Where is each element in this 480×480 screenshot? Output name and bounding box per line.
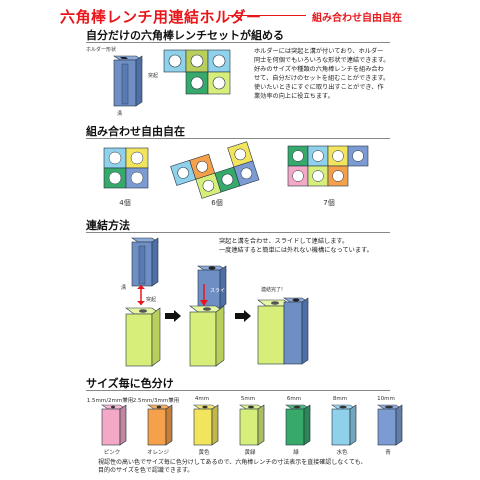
size-holder-0 [101,404,127,446]
arrow-down-red-1 [137,285,145,305]
groove-label-3: 溝 [121,285,127,291]
section4-divider [86,390,390,391]
combo-6-illustration [170,141,260,199]
section3-heading: 連結方法 [86,219,130,232]
section3-divider [86,232,390,233]
combo-7-illustration [287,145,369,187]
green-holder-step2 [189,305,225,367]
page-title: 六角棒レンチ用連結ホルダー [60,8,262,26]
color-name-label: 青 [385,450,391,456]
section1-description: ホルダーには突起と溝が付いており、ホルダー 同士を何個でもいろいろな形状で連結で… [254,48,390,100]
size-holder-4 [285,404,311,446]
size-label: 4mm [194,396,210,402]
size-label: 1.5mm/2mm兼用 [86,398,134,404]
complete-label: 連結完了! [261,287,284,293]
green-holder-step1 [125,307,161,367]
size-label: 8mm [332,396,348,402]
color-name-label: オレンジ [146,450,169,456]
arrow-right-2 [235,310,251,322]
size-holder-3 [239,404,265,446]
size-holder-1 [147,404,173,446]
combo-4-count: 4個 [119,199,131,207]
size-label: 2.5mm/3mm兼用 [132,398,180,404]
section1-heading: 自分だけの六角棒レンチセットが組める [86,29,284,42]
size-label: 5mm [240,396,256,402]
connected-holders-illustration [257,297,309,365]
section4-heading: サイズ毎に色分け [86,377,174,390]
blue-holder-step1 [131,237,159,287]
section2-heading: 組み合わせ自由自在 [86,125,185,138]
title-divider [228,15,306,16]
color-name-label: 黄色 [198,450,210,456]
size-label: 10mm [377,396,395,402]
color-name-label: 水色 [336,450,348,456]
slide-label: スライド [210,288,231,294]
holder-top-view-illustration [163,49,231,95]
section1-divider [86,42,390,43]
size-label: 6mm [286,396,302,402]
arrow-down-red-2 [200,284,208,306]
holder-3d-illustration [113,55,143,107]
section2-divider [86,138,390,139]
section3-description: 突起と溝を合わせ、スライドして連結します。 一度連結すると簡単には外れない機構に… [219,238,373,254]
protrusion-label-3: 突起 [146,297,157,303]
color-name-label: ピンク [103,450,121,456]
combo-4-illustration [103,147,149,189]
groove-label-1: 溝 [117,111,123,117]
protrusion-label-1: 突起 [148,73,159,79]
size-holder-2 [193,404,219,446]
color-name-label: 黄緑 [244,450,256,456]
arrow-right-1 [165,310,181,322]
size-holder-6 [377,404,403,446]
combo-6-count: 6個 [211,199,223,207]
size-holder-5 [331,404,357,446]
holder-caption: ホルダー形状 [86,47,117,53]
combo-7-count: 7個 [323,199,335,207]
section4-footnote: 視認性の高い色でサイズ毎に色分けしてあるので、六角棒レンチの寸法表示を直接確認し… [98,459,367,474]
color-name-label: 緑 [293,450,299,456]
page-tagline: 組み合わせ自由自在 [312,13,402,24]
